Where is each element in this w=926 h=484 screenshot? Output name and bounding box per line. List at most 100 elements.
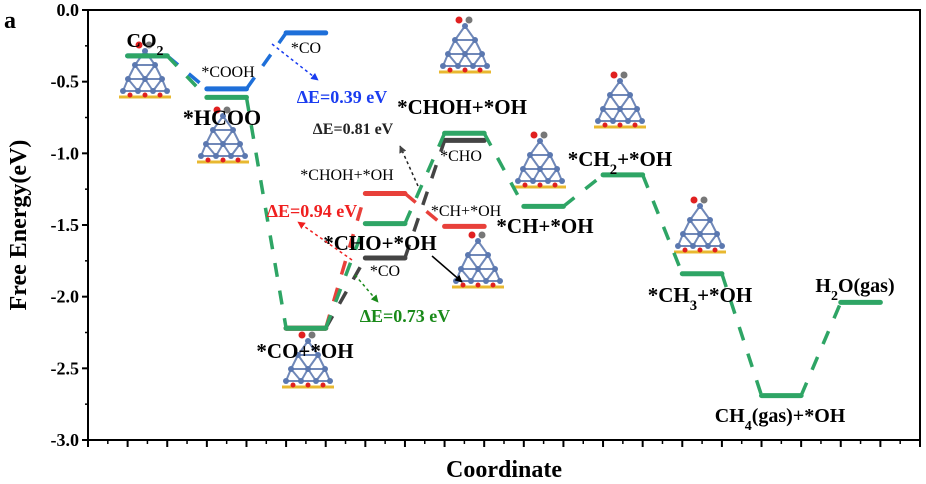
- y-tick-label: 0.0: [57, 0, 80, 20]
- atom: [537, 138, 543, 144]
- adsorbate-carbon: [308, 331, 316, 339]
- atom: [198, 153, 204, 159]
- oxygen-atom: [602, 122, 608, 128]
- plot-area: CO2*HCOO*CO+*OH*CHO+*OH*CHOH+*OH*CH+*OH*…: [125, 30, 895, 434]
- atom: [132, 62, 138, 68]
- atom: [298, 378, 304, 384]
- delta-e-label: ΔE=0.81 eV: [313, 121, 394, 138]
- atom: [305, 366, 311, 372]
- oxygen-atom: [462, 67, 468, 73]
- catalyst-cluster-image: [282, 331, 334, 389]
- atom: [537, 166, 543, 172]
- adsorbate-oxygen: [468, 231, 476, 239]
- catalyst-cluster-image: [197, 106, 249, 164]
- level-label: *CH+*OH: [431, 203, 502, 220]
- delta-e-arrow: [271, 43, 319, 81]
- delta-e-label: ΔE=0.73 eV: [360, 306, 451, 326]
- adsorbate-oxygen: [213, 106, 221, 114]
- adsorbate-oxygen: [610, 71, 618, 79]
- oxygen-atom: [682, 247, 688, 253]
- catalyst-cluster-image: [452, 231, 504, 289]
- atom: [230, 127, 236, 133]
- x-axis-label: Coordinate: [446, 457, 562, 483]
- atom: [468, 278, 474, 284]
- oxygen-atom: [632, 122, 638, 128]
- adsorbate-carbon: [223, 106, 231, 114]
- catalyst-cluster-image: [594, 71, 646, 129]
- delta-e-arrow: [297, 221, 353, 261]
- oxygen-atom: [305, 382, 311, 388]
- atom: [610, 118, 616, 124]
- y-axis-label: Free Energy(eV): [6, 140, 32, 311]
- atom: [545, 178, 551, 184]
- connector-dash: [641, 174, 684, 275]
- oxygen-atom: [490, 282, 496, 288]
- connector-dash: [324, 192, 368, 329]
- atom: [617, 78, 623, 84]
- structure-pointer-arrow: [431, 255, 463, 283]
- atom: [327, 378, 333, 384]
- atom: [213, 153, 219, 159]
- oxygen-atom: [205, 157, 211, 163]
- atom: [440, 63, 446, 69]
- atom: [142, 76, 148, 82]
- atom: [164, 88, 170, 94]
- atom: [675, 243, 681, 249]
- oxygen-atom: [537, 182, 543, 188]
- level-label: *CO+*OH: [256, 339, 353, 363]
- adsorbate-carbon: [465, 16, 473, 24]
- oxygen-atom: [477, 67, 483, 73]
- atom: [625, 118, 631, 124]
- atom: [547, 152, 553, 158]
- atom: [203, 141, 209, 147]
- atom: [125, 76, 131, 82]
- atom: [152, 62, 158, 68]
- level-label: *CO: [291, 40, 321, 57]
- atom: [479, 51, 485, 57]
- catalyst-cluster-image: [119, 41, 171, 99]
- catalyst-cluster-image: [514, 131, 566, 189]
- atom: [634, 106, 640, 112]
- atom: [462, 51, 468, 57]
- atom: [288, 366, 294, 372]
- level-label: *CH2+*OH: [568, 147, 672, 178]
- atom: [492, 266, 498, 272]
- atom: [714, 231, 720, 237]
- connector-dash: [324, 222, 367, 329]
- atom: [305, 338, 311, 344]
- delta-e-label: ΔE=0.94 eV: [267, 201, 358, 221]
- panel-label: a: [4, 8, 16, 34]
- axes: 0.0-0.5-1.0-1.5-2.0-2.5-3.0: [51, 0, 921, 450]
- y-tick-label: -1.5: [51, 215, 80, 235]
- level-label: *CHOH+*OH: [397, 95, 527, 119]
- atom: [627, 92, 633, 98]
- y-tick-label: -2.5: [51, 358, 80, 378]
- atom: [315, 352, 321, 358]
- atom: [483, 278, 489, 284]
- adsorbate-carbon: [540, 131, 548, 139]
- adsorbate-carbon: [620, 71, 628, 79]
- atom: [313, 378, 319, 384]
- connector-dash: [799, 301, 843, 397]
- catalyst-cluster-image: [439, 16, 491, 74]
- oxygen-atom: [617, 122, 623, 128]
- atom: [470, 63, 476, 69]
- connector-dash: [403, 192, 446, 228]
- connector-dash: [482, 132, 526, 208]
- oxygen-atom: [290, 382, 296, 388]
- oxygen-atom: [522, 182, 528, 188]
- level-label: CH4(gas)+*OH: [715, 405, 846, 434]
- oxygen-atom: [157, 92, 163, 98]
- oxygen-atom: [552, 182, 558, 188]
- level-label: *CO: [370, 263, 400, 280]
- atom: [475, 266, 481, 272]
- adsorbate-oxygen: [298, 331, 306, 339]
- oxygen-atom: [220, 157, 226, 163]
- y-tick-label: -2.0: [51, 287, 80, 307]
- atom: [497, 278, 503, 284]
- y-tick-label: -3.0: [51, 430, 80, 450]
- atom: [607, 92, 613, 98]
- atom: [242, 153, 248, 159]
